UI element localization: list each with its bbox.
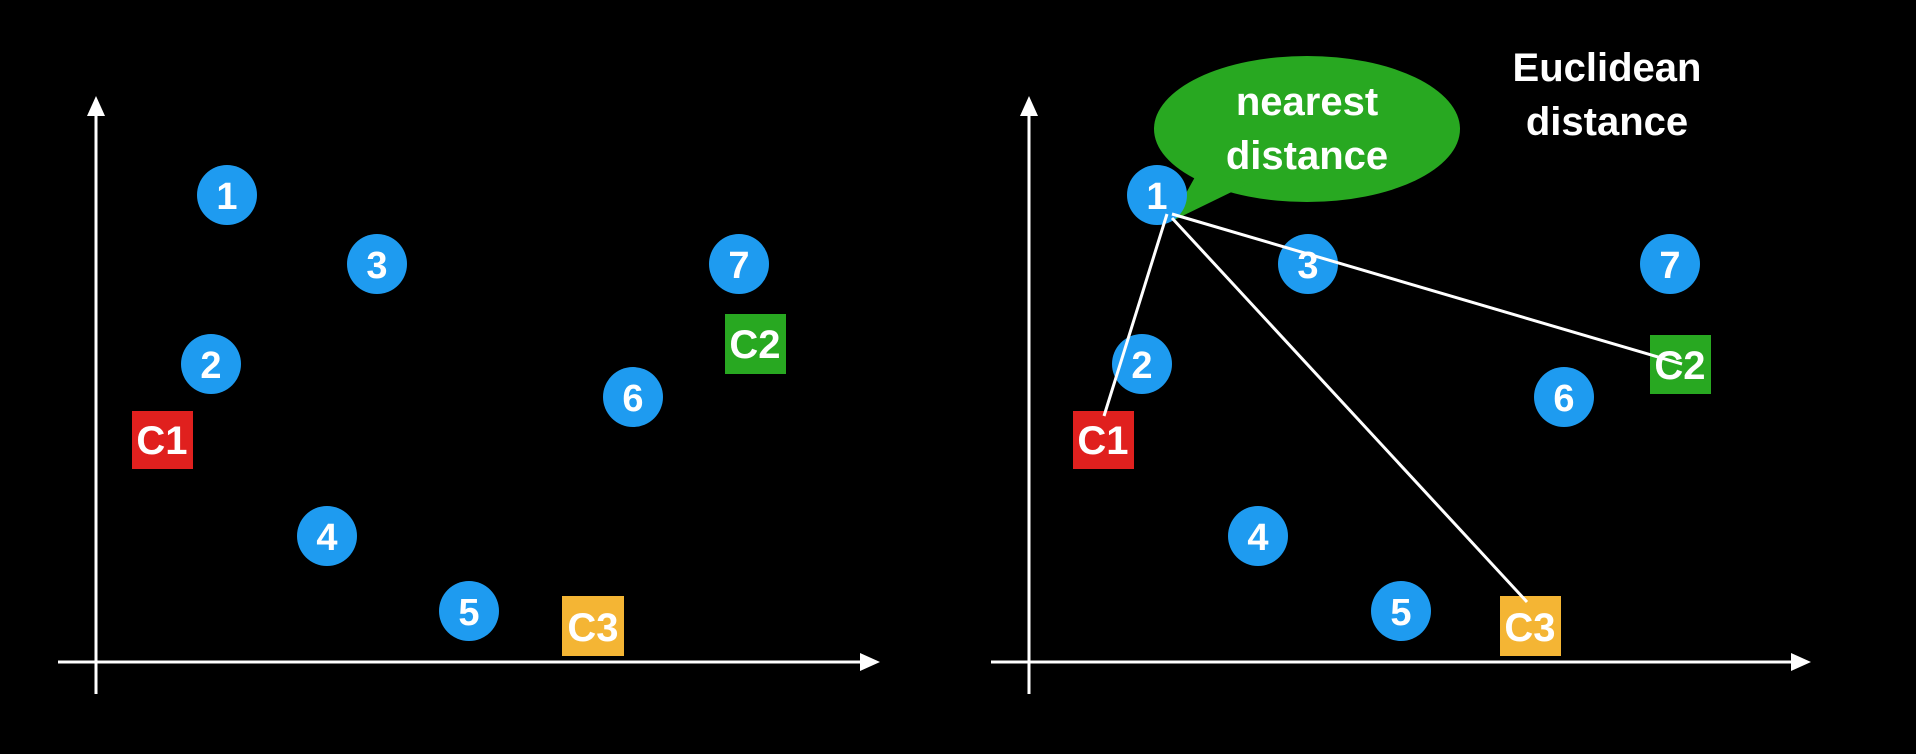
left-y-axis-arrow-icon	[87, 96, 105, 116]
right-point-2-label: 2	[1131, 345, 1152, 387]
left-centroid-c1: C1	[132, 411, 193, 469]
right-point-4: 4	[1228, 506, 1288, 566]
right-x-axis-arrow-icon	[1791, 653, 1811, 671]
right-centroid-c1-label: C1	[1077, 419, 1128, 463]
left-centroid-c3: C3	[562, 596, 624, 656]
title-line1: Euclidean	[1513, 46, 1702, 90]
bubble-text-line2: distance	[1226, 134, 1388, 178]
right-point-3: 3	[1278, 234, 1338, 294]
left-point-7: 7	[709, 234, 769, 294]
left-point-5: 5	[439, 581, 499, 641]
left-point-2-label: 2	[200, 345, 221, 387]
left-point-6: 6	[603, 367, 663, 427]
bubble-text-line1: nearest	[1236, 80, 1378, 124]
nearest-distance-bubble: nearest distance	[1154, 56, 1460, 222]
right-point-6: 6	[1534, 367, 1594, 427]
bubble-tail-icon	[1170, 168, 1248, 222]
right-centroid-c3: C3	[1500, 596, 1561, 656]
left-centroid-c2: C2	[725, 314, 786, 374]
right-point-2: 2	[1112, 334, 1172, 394]
distance-line-c2	[1171, 212, 1683, 366]
left-panel: 1 2 3 4 5 6 7 C1	[58, 96, 880, 694]
right-point-4-label: 4	[1247, 517, 1268, 559]
right-point-1-label: 1	[1146, 176, 1167, 218]
left-point-3-label: 3	[366, 245, 387, 287]
right-point-7-label: 7	[1659, 245, 1680, 287]
right-centroid-c2-label: C2	[1654, 344, 1705, 388]
right-y-axis-arrow-icon	[1020, 96, 1038, 116]
right-point-5-label: 5	[1390, 592, 1411, 634]
right-point-7: 7	[1640, 234, 1700, 294]
right-centroid-c3-label: C3	[1504, 606, 1555, 650]
left-point-6-label: 6	[622, 378, 643, 420]
distance-line-c1	[1102, 213, 1169, 417]
left-point-7-label: 7	[728, 245, 749, 287]
distance-lines	[1102, 212, 1683, 604]
left-point-4: 4	[297, 506, 357, 566]
right-point-5: 5	[1371, 581, 1431, 641]
right-point-1: 1	[1127, 165, 1187, 225]
left-point-1-label: 1	[216, 176, 237, 218]
euclidean-distance-title: Euclidean distance	[1513, 46, 1702, 144]
right-centroid-c2: C2	[1650, 335, 1711, 394]
left-centroid-c1-label: C1	[136, 419, 187, 463]
right-point-6-label: 6	[1553, 378, 1574, 420]
left-point-3: 3	[347, 234, 407, 294]
left-x-axis-arrow-icon	[860, 653, 880, 671]
left-point-2: 2	[181, 334, 241, 394]
right-panel: nearest distance 1 2 3 4 5 6	[991, 46, 1811, 694]
distance-line-c3	[1170, 216, 1529, 604]
title-line2: distance	[1526, 100, 1688, 144]
left-centroid-c3-label: C3	[567, 606, 618, 650]
left-centroid-c2-label: C2	[729, 323, 780, 367]
left-point-4-label: 4	[316, 517, 337, 559]
right-centroid-c1: C1	[1073, 411, 1134, 469]
left-point-1: 1	[197, 165, 257, 225]
left-point-5-label: 5	[458, 592, 479, 634]
